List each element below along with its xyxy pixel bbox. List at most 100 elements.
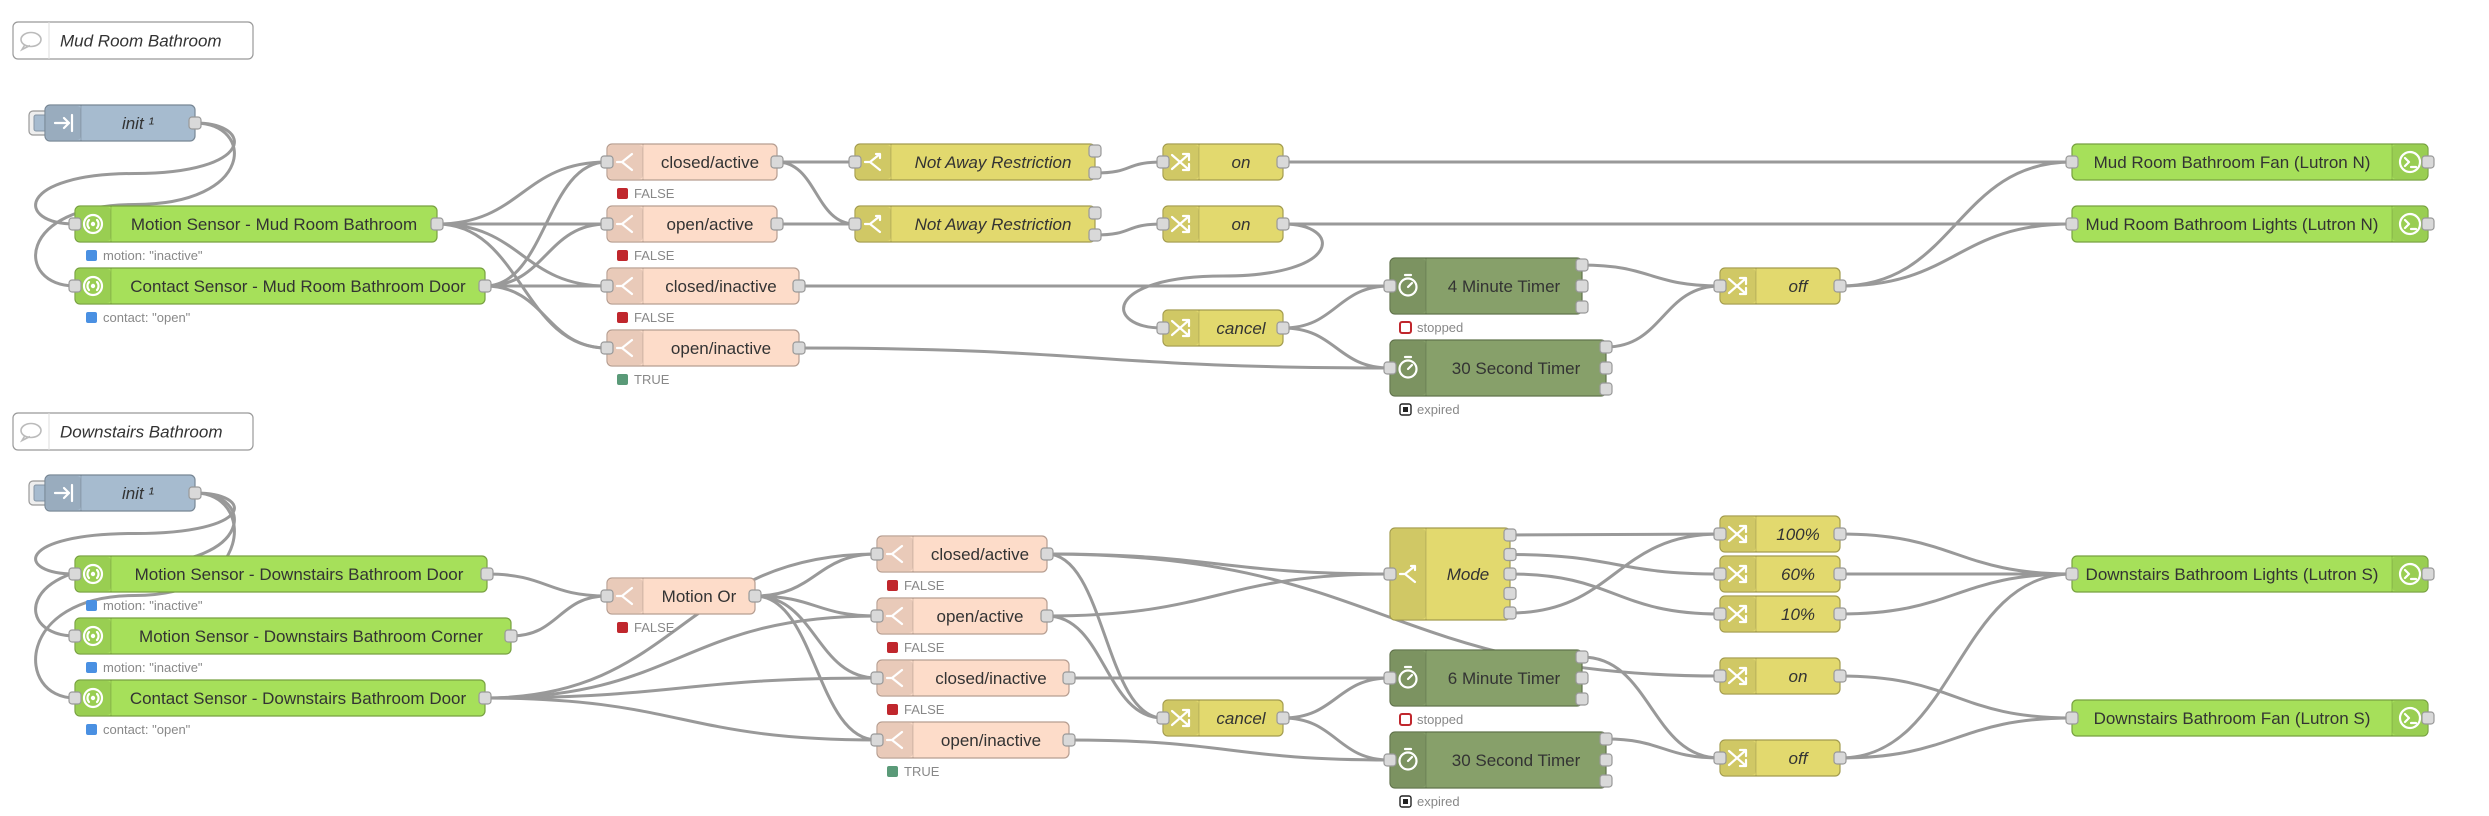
input-port[interactable] bbox=[1383, 753, 1397, 767]
output-port[interactable] bbox=[1575, 650, 1589, 664]
output-port[interactable] bbox=[1599, 732, 1613, 746]
wire[interactable] bbox=[1839, 160, 2073, 288]
comment-mud-room-bathroom[interactable]: Mud Room Bathroom bbox=[12, 21, 254, 60]
input-port[interactable] bbox=[1383, 671, 1397, 685]
output-port[interactable] bbox=[2421, 155, 2435, 169]
output-port[interactable] bbox=[1088, 206, 1102, 220]
input-port[interactable] bbox=[600, 217, 614, 231]
input-port[interactable] bbox=[1156, 321, 1170, 335]
input-port[interactable] bbox=[1713, 527, 1727, 541]
input-port[interactable] bbox=[848, 217, 862, 231]
wire[interactable] bbox=[1605, 284, 1721, 349]
output-port[interactable] bbox=[1599, 361, 1613, 375]
output-port[interactable] bbox=[1276, 711, 1290, 725]
change-node-mode[interactable]: Mode bbox=[1383, 527, 1517, 621]
wire[interactable] bbox=[1839, 716, 2073, 760]
input-port[interactable] bbox=[600, 279, 614, 293]
input-port[interactable] bbox=[68, 629, 82, 643]
output-port[interactable] bbox=[1833, 751, 1847, 765]
input-port[interactable] bbox=[68, 691, 82, 705]
output-port[interactable] bbox=[792, 279, 806, 293]
output-port[interactable] bbox=[2421, 711, 2435, 725]
change-node-on[interactable]: on bbox=[1713, 657, 1847, 695]
output-port[interactable] bbox=[1088, 166, 1102, 180]
input-port[interactable] bbox=[1156, 155, 1170, 169]
wire[interactable] bbox=[484, 552, 878, 700]
change-node-100[interactable]: 100% bbox=[1713, 515, 1847, 553]
sensor-node-motion-sensor-mud-room-bathroom[interactable]: Motion Sensor - Mud Room Bathroommotion:… bbox=[68, 205, 444, 263]
wire[interactable] bbox=[1581, 655, 1721, 760]
service-node-downstairs-bathroom-lights-lutron-s[interactable]: Downstairs Bathroom Lights (Lutron S) bbox=[2065, 555, 2435, 593]
wire[interactable] bbox=[484, 676, 878, 700]
wire[interactable] bbox=[34, 491, 236, 576]
output-port[interactable] bbox=[770, 217, 784, 231]
change-node-cancel[interactable]: cancel bbox=[1156, 699, 1290, 737]
wire[interactable] bbox=[1094, 222, 1164, 237]
wire[interactable] bbox=[436, 222, 608, 288]
input-port[interactable] bbox=[870, 671, 884, 685]
wire[interactable] bbox=[754, 594, 878, 680]
input-port[interactable] bbox=[2065, 155, 2079, 169]
input-port[interactable] bbox=[870, 547, 884, 561]
sensor-node-contact-sensor-downstairs-bathroom-door[interactable]: Contact Sensor - Downstairs Bathroom Doo… bbox=[68, 679, 492, 737]
output-port[interactable] bbox=[478, 279, 492, 293]
input-port[interactable] bbox=[68, 567, 82, 581]
wire[interactable] bbox=[484, 614, 878, 700]
wire[interactable] bbox=[1839, 572, 2073, 616]
input-port[interactable] bbox=[68, 217, 82, 231]
output-port[interactable] bbox=[1575, 671, 1589, 685]
input-port[interactable] bbox=[1713, 607, 1727, 621]
output-port[interactable] bbox=[1503, 547, 1517, 562]
input-port[interactable] bbox=[600, 155, 614, 169]
wire[interactable] bbox=[486, 572, 608, 598]
output-port[interactable] bbox=[1575, 258, 1589, 272]
output-port[interactable] bbox=[1599, 753, 1613, 767]
wire[interactable] bbox=[510, 594, 608, 638]
input-port[interactable] bbox=[600, 589, 614, 603]
input-port[interactable] bbox=[1156, 711, 1170, 725]
output-port[interactable] bbox=[188, 486, 202, 500]
wire[interactable] bbox=[1509, 553, 1721, 576]
wire[interactable] bbox=[1046, 614, 1164, 720]
output-port[interactable] bbox=[1599, 774, 1613, 788]
wire[interactable] bbox=[798, 346, 1391, 370]
wire[interactable] bbox=[1839, 222, 2073, 288]
wire[interactable] bbox=[1282, 676, 1391, 720]
output-port[interactable] bbox=[504, 629, 518, 643]
change-node-off[interactable]: off bbox=[1713, 739, 1847, 777]
sensor-node-motion-sensor-downstairs-bathroom-corner[interactable]: Motion Sensor - Downstairs Bathroom Corn… bbox=[68, 617, 518, 675]
output-port[interactable] bbox=[792, 341, 806, 355]
output-port[interactable] bbox=[1276, 155, 1290, 169]
output-port[interactable] bbox=[1575, 279, 1589, 293]
output-port[interactable] bbox=[1088, 144, 1102, 158]
input-port[interactable] bbox=[1156, 217, 1170, 231]
wire[interactable] bbox=[1581, 263, 1721, 288]
wire[interactable] bbox=[776, 160, 856, 226]
output-port[interactable] bbox=[1503, 567, 1517, 581]
wire[interactable] bbox=[1509, 532, 1721, 537]
wire[interactable] bbox=[484, 284, 608, 350]
output-port[interactable] bbox=[188, 116, 202, 130]
service-node-mud-room-bathroom-lights-lutron-n[interactable]: Mud Room Bathroom Lights (Lutron N) bbox=[2065, 205, 2435, 243]
input-port[interactable] bbox=[870, 609, 884, 623]
wire[interactable] bbox=[484, 222, 608, 288]
change-node-off[interactable]: off bbox=[1713, 267, 1847, 305]
input-port[interactable] bbox=[848, 155, 862, 169]
output-port[interactable] bbox=[1833, 607, 1847, 621]
output-port[interactable] bbox=[1062, 671, 1076, 685]
wire[interactable] bbox=[1839, 532, 2073, 576]
wire[interactable] bbox=[1282, 284, 1391, 330]
input-port[interactable] bbox=[1713, 567, 1727, 581]
change-node-on[interactable]: on bbox=[1156, 143, 1290, 181]
output-port[interactable] bbox=[478, 691, 492, 705]
change-node-not-away-restriction[interactable]: Not Away Restriction bbox=[848, 143, 1102, 181]
